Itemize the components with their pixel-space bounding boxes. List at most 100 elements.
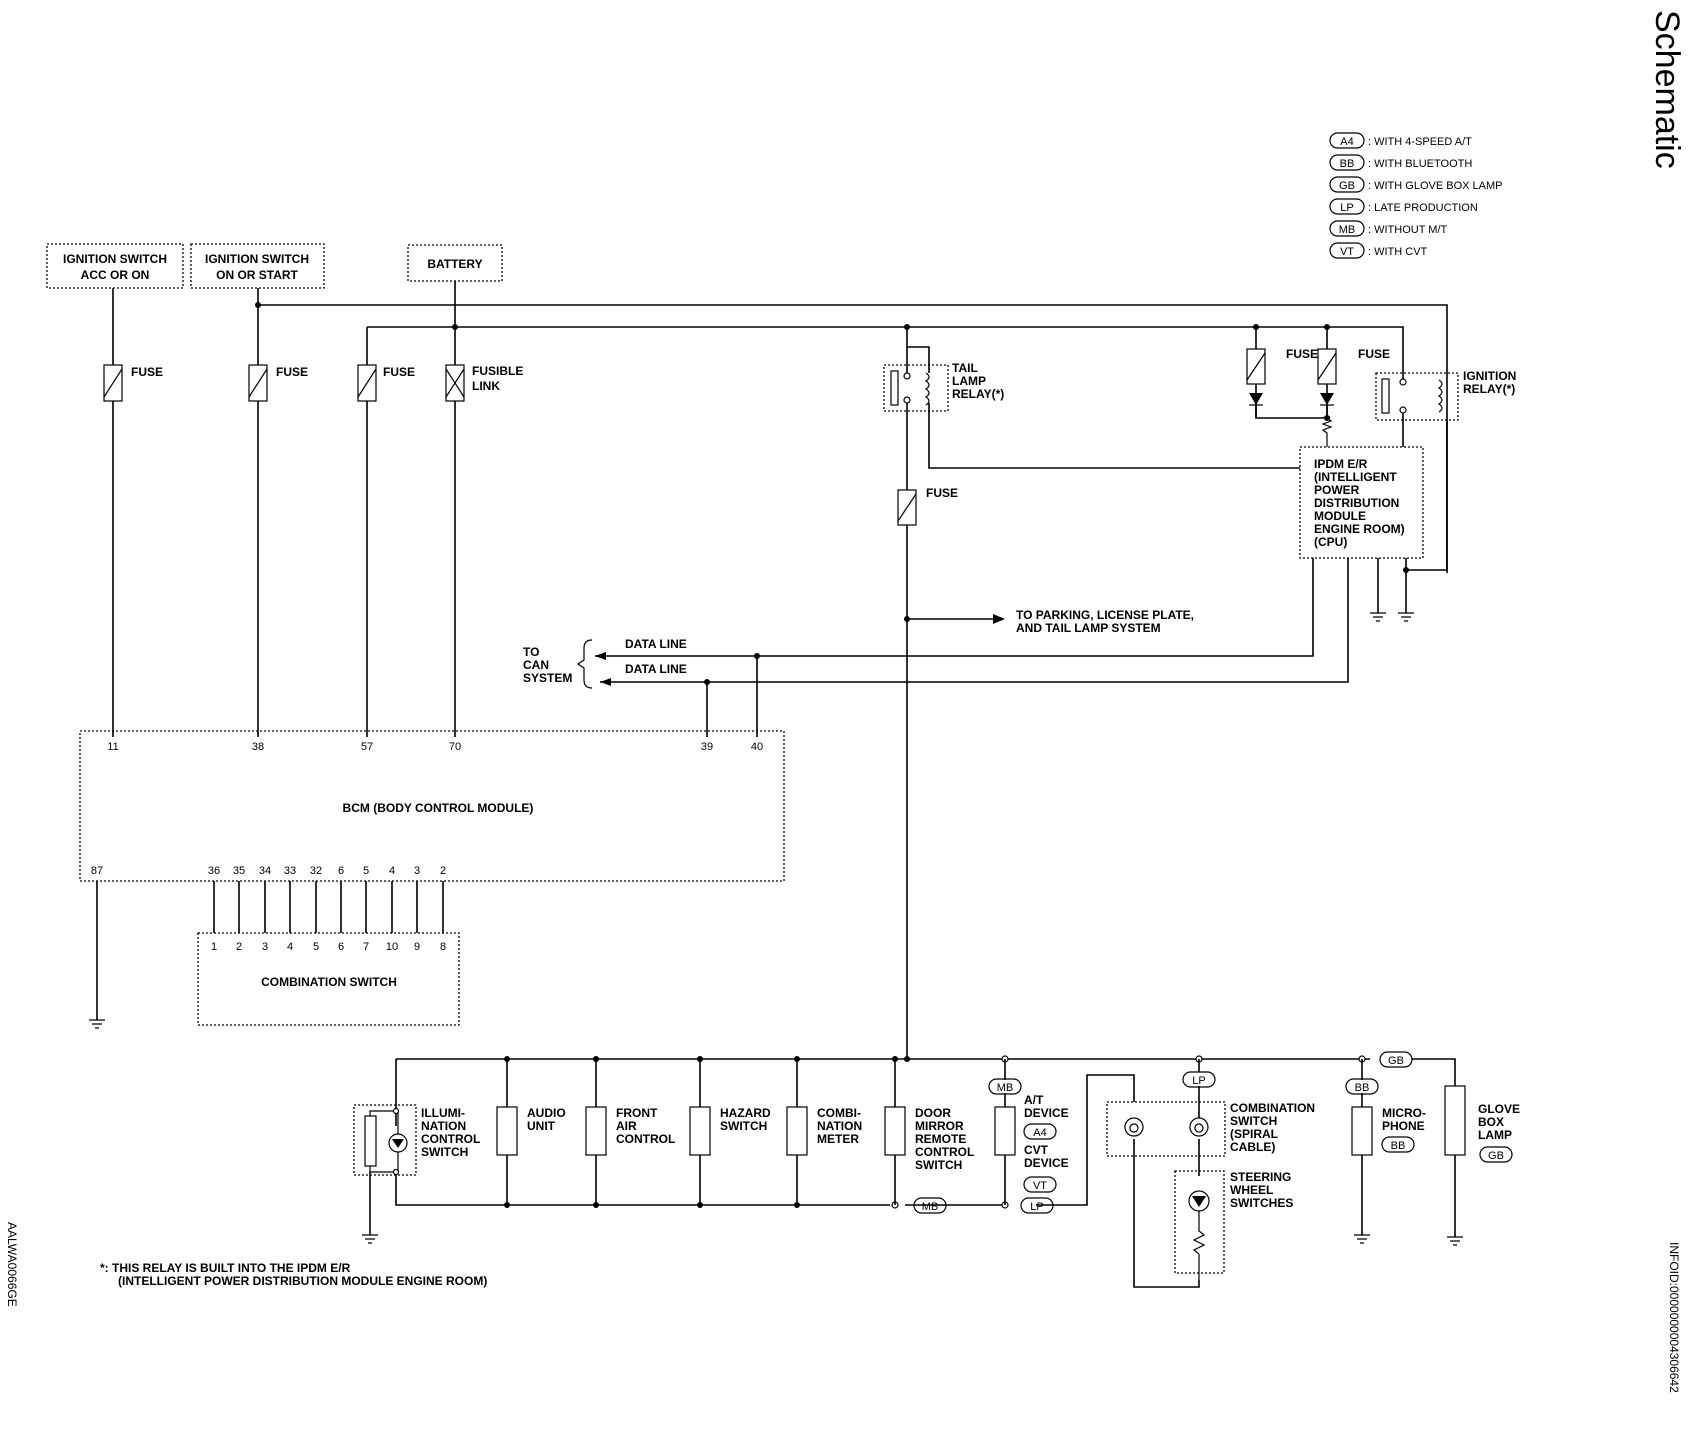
combination-switch-spiral-cable: LP COMBINATION SWITCH (SPIRAL CABLE) <box>1106 1059 1315 1288</box>
svg-text:MB: MB <box>997 1082 1014 1094</box>
tail-lamp-relay: TAIL LAMP RELAY(*) <box>883 327 1300 1056</box>
steering-wheel-switches: STEERING WHEEL SWITCHES <box>1174 1170 1293 1280</box>
svg-text:2: 2 <box>440 865 446 877</box>
svg-text:10: 10 <box>386 941 398 953</box>
legend-item-a4: A4 : WITH 4-SPEED A/T <box>1329 132 1472 149</box>
svg-text:CABLE): CABLE) <box>1230 1140 1275 1154</box>
bcm-label: BCM (BODY CONTROL MODULE) <box>343 801 534 815</box>
svg-text:TO: TO <box>523 645 539 659</box>
svg-text:5: 5 <box>363 865 369 877</box>
svg-text:IGNITION SWITCH: IGNITION SWITCH <box>205 252 309 266</box>
svg-text:ENGINE ROOM): ENGINE ROOM) <box>1314 522 1405 536</box>
svg-text:35: 35 <box>233 865 245 877</box>
svg-text:FUSE: FUSE <box>1358 347 1390 361</box>
svg-text:DEVICE: DEVICE <box>1024 1106 1069 1120</box>
svg-text:CONTROL: CONTROL <box>421 1132 480 1146</box>
svg-text:GB: GB <box>1488 1150 1504 1162</box>
svg-text:LINK: LINK <box>472 379 500 393</box>
svg-text:AUDIO: AUDIO <box>527 1106 566 1120</box>
bcm-pin-57: 57 <box>361 741 373 753</box>
svg-text:REMOTE: REMOTE <box>915 1132 966 1146</box>
svg-text:NATION: NATION <box>421 1119 466 1133</box>
footnote: *: THIS RELAY IS BUILT INTO THE IPDM E/R… <box>100 1261 487 1288</box>
bcm-pin-87: 87 <box>91 865 103 877</box>
ipdm-fuses: FUSE FUSE <box>1246 327 1390 447</box>
svg-text:: WITH CVT: : WITH CVT <box>1368 246 1428 258</box>
bcm-pin-38: 38 <box>252 741 264 753</box>
svg-text:PHONE: PHONE <box>1382 1119 1425 1133</box>
svg-text:DATA LINE: DATA LINE <box>625 662 687 676</box>
svg-text:FRONT: FRONT <box>616 1106 658 1120</box>
svg-text:TO PARKING, LICENSE PLATE,: TO PARKING, LICENSE PLATE, <box>1016 608 1194 622</box>
svg-text:9: 9 <box>414 941 420 953</box>
svg-text:FUSE: FUSE <box>926 486 958 500</box>
svg-text:COMBI-: COMBI- <box>817 1106 861 1120</box>
info-id: INFOID:0000000004306642 <box>1667 1242 1681 1393</box>
legend-item-vt: VT : WITH CVT <box>1329 242 1428 259</box>
svg-text:BB: BB <box>1355 1082 1370 1094</box>
bcm-combsw-wires <box>213 881 444 933</box>
legend-item-bb: BB : WITH BLUETOOTH <box>1329 154 1472 171</box>
svg-text:6: 6 <box>338 865 344 877</box>
svg-text:NATION: NATION <box>817 1119 862 1133</box>
svg-text:1: 1 <box>211 941 217 953</box>
svg-text:3: 3 <box>414 865 420 877</box>
svg-text:(SPIRAL: (SPIRAL <box>1230 1127 1278 1141</box>
svg-text:: WITH GLOVE BOX LAMP: : WITH GLOVE BOX LAMP <box>1368 180 1502 192</box>
source-battery: BATTERY <box>407 244 503 282</box>
svg-text:HAZARD: HAZARD <box>720 1106 771 1120</box>
svg-text:IGNITION SWITCH: IGNITION SWITCH <box>63 252 167 266</box>
svg-text:4: 4 <box>287 941 293 953</box>
svg-text:GB: GB <box>1339 180 1355 192</box>
svg-text:AIR: AIR <box>616 1119 637 1133</box>
svg-text:IGNITION: IGNITION <box>1463 369 1516 383</box>
legend-item-gb: GB : WITH GLOVE BOX LAMP <box>1329 176 1502 193</box>
svg-text:POWER: POWER <box>1314 483 1360 497</box>
svg-text:GB: GB <box>1388 1055 1404 1067</box>
svg-text:7: 7 <box>363 941 369 953</box>
front-air-control: FRONT AIR CONTROL <box>585 1059 675 1205</box>
combination-switch: 1 2 3 4 5 6 7 10 9 8 COMBINATION SWITCH <box>197 932 460 1026</box>
svg-text:STEERING: STEERING <box>1230 1170 1291 1184</box>
ipdm-er: IPDM E/R (INTELLIGENT POWER DISTRIBUTION… <box>595 446 1424 683</box>
svg-text:32: 32 <box>310 865 322 877</box>
microphone: BB MICRO- PHONE BB <box>1345 1059 1426 1244</box>
svg-text:METER: METER <box>817 1132 859 1146</box>
svg-text:COMBINATION: COMBINATION <box>1230 1101 1315 1115</box>
svg-text:RELAY(*): RELAY(*) <box>1463 382 1515 396</box>
svg-text:(INTELLIGENT: (INTELLIGENT <box>1314 470 1397 484</box>
svg-text:: WITHOUT M/T: : WITHOUT M/T <box>1368 224 1448 236</box>
svg-text:A/T: A/T <box>1024 1093 1044 1107</box>
svg-text:4: 4 <box>389 865 395 877</box>
svg-text:3: 3 <box>262 941 268 953</box>
page-title: Schematic <box>1648 10 1686 169</box>
svg-text:SWITCH: SWITCH <box>1230 1114 1277 1128</box>
svg-text:5: 5 <box>313 941 319 953</box>
data-lines: DATA LINE DATA LINE TO CAN SYSTEM <box>523 637 760 737</box>
svg-text:MB: MB <box>922 1201 939 1213</box>
svg-text:33: 33 <box>284 865 296 877</box>
svg-text:FUSE: FUSE <box>1286 347 1318 361</box>
svg-text:VT: VT <box>1033 1180 1047 1192</box>
svg-text:FUSE: FUSE <box>276 365 308 379</box>
fuse-57: FUSE <box>357 364 415 402</box>
svg-text:FUSE: FUSE <box>383 365 415 379</box>
svg-text:LAMP: LAMP <box>1478 1128 1512 1142</box>
bcm-pin-40: 40 <box>751 741 763 753</box>
svg-text:: LATE PRODUCTION: : LATE PRODUCTION <box>1368 202 1478 214</box>
glove-box-lamp: GB GLOVE BOX LAMP GB <box>1379 1051 1520 1246</box>
svg-text:DATA LINE: DATA LINE <box>625 637 687 651</box>
svg-text:SWITCH: SWITCH <box>421 1145 468 1159</box>
svg-text:ACC OR ON: ACC OR ON <box>81 268 150 282</box>
svg-text:36: 36 <box>208 865 220 877</box>
svg-text:(INTELLIGENT POWER DISTRIBUTIO: (INTELLIGENT POWER DISTRIBUTION MODULE E… <box>118 1274 487 1288</box>
svg-text:SWITCH: SWITCH <box>720 1119 767 1133</box>
svg-text:VT: VT <box>1340 246 1354 258</box>
svg-text:BB: BB <box>1391 1140 1406 1152</box>
svg-text:8: 8 <box>440 941 446 953</box>
svg-text:LAMP: LAMP <box>952 374 986 388</box>
illumination-bus <box>395 1055 1456 1209</box>
svg-text:A4: A4 <box>1033 1127 1046 1139</box>
svg-text:RELAY(*): RELAY(*) <box>952 387 1004 401</box>
